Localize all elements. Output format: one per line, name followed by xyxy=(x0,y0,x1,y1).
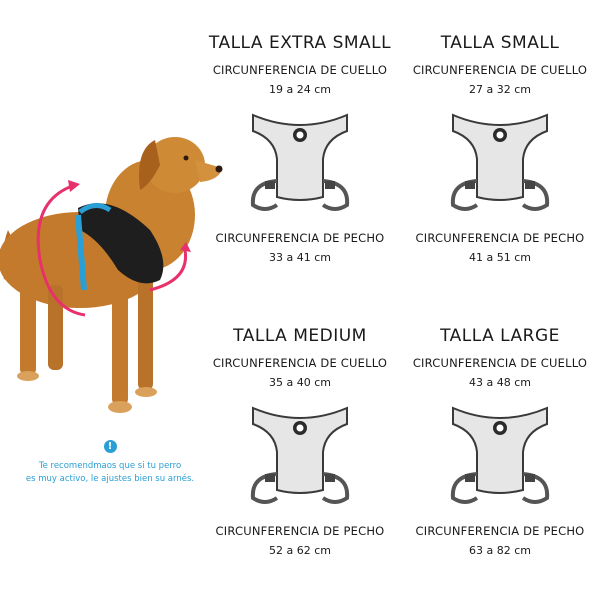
exclamation-icon: ! xyxy=(103,440,117,453)
size-title: TALLA MEDIUM xyxy=(233,326,367,346)
chest-value: 33 a 41 cm xyxy=(269,251,331,264)
dog-illustration xyxy=(0,120,230,420)
neck-label: CIRCUNFERENCIA DE CUELLO xyxy=(212,356,388,370)
neck-label: CIRCUNFERENCIA DE CUELLO xyxy=(412,63,588,77)
size-card-small: TALLA SMALL CIRCUNFERENCIA DE CUELLO 27 … xyxy=(400,32,600,265)
size-card-extra-small: TALLA EXTRA SMALL CIRCUNFERENCIA DE CUEL… xyxy=(200,32,400,265)
chest-value: 63 a 82 cm xyxy=(469,544,531,557)
chest-label: CIRCUNFERENCIA DE PECHO xyxy=(415,231,585,245)
size-title: TALLA EXTRA SMALL xyxy=(208,33,392,53)
neck-label: CIRCUNFERENCIA DE CUELLO xyxy=(412,356,588,370)
size-card-large: TALLA LARGE CIRCUNFERENCIA DE CUELLO 43 … xyxy=(400,325,600,558)
neck-value: 43 a 48 cm xyxy=(469,376,531,389)
harness-icon xyxy=(250,113,350,211)
tip-line-1: Te recomendmaos que si tu perro xyxy=(38,461,182,471)
chest-value: 52 a 62 cm xyxy=(269,544,331,557)
chest-label: CIRCUNFERENCIA DE PECHO xyxy=(415,524,585,538)
tip-note: ! Te recomendmaos que si tu perro es muy… xyxy=(20,440,200,486)
tip-line-2: es muy activo, le ajustes bien su arnés. xyxy=(25,474,195,484)
chest-value: 41 a 51 cm xyxy=(469,251,531,264)
size-title: TALLA LARGE xyxy=(440,326,560,346)
size-card-medium: TALLA MEDIUM CIRCUNFERENCIA DE CUELLO 35… xyxy=(200,325,400,558)
harness-icon xyxy=(450,406,550,504)
harness-icon xyxy=(250,406,350,504)
neck-value: 35 a 40 cm xyxy=(269,376,331,389)
chest-label: CIRCUNFERENCIA DE PECHO xyxy=(215,231,385,245)
neck-value: 27 a 32 cm xyxy=(469,83,531,96)
neck-label: CIRCUNFERENCIA DE CUELLO xyxy=(212,63,388,77)
chest-label: CIRCUNFERENCIA DE PECHO xyxy=(215,524,385,538)
size-title: TALLA SMALL xyxy=(440,33,560,53)
harness-icon xyxy=(450,113,550,211)
neck-value: 19 a 24 cm xyxy=(269,83,331,96)
